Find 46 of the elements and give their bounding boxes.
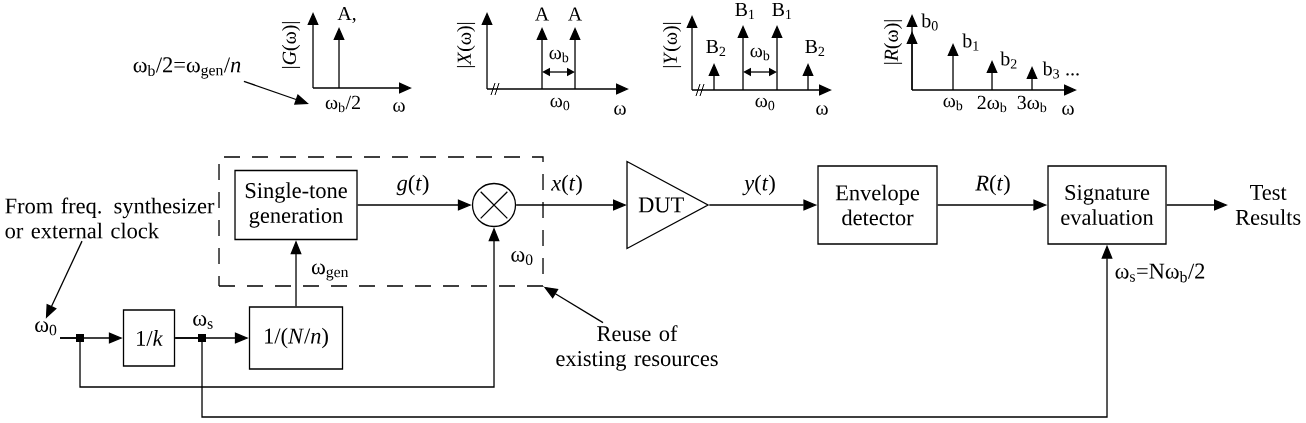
amplitude-label: A,	[337, 6, 356, 24]
amplitude-label: A	[568, 7, 583, 21]
edge-label: y(t)	[742, 174, 775, 196]
amplifier-triangle: DUT	[626, 160, 710, 250]
output-label: Test Results	[1235, 185, 1301, 225]
annotation-text: From freq. synthesizer or external clock	[5, 197, 215, 239]
amplitude-label: b$_{2}$	[1000, 51, 1017, 69]
amplitude-label: b$_{1}$	[962, 33, 979, 51]
spacing-label: ω$_{b}$	[750, 47, 770, 61]
axis-title: |G(ω)|	[281, 22, 301, 68]
amplitude-label: A	[535, 7, 550, 21]
input-label: ω$_{0}$	[35, 321, 57, 336]
amplitude-label: B$_{1}$	[735, 2, 755, 20]
edge-label: x(t)	[550, 174, 582, 196]
edge-label: ω$_{s}$=Nω$_{b}$/2	[1115, 263, 1205, 283]
axis-title: |X(ω)|	[456, 22, 476, 68]
process-box: Single-tone generation	[234, 169, 358, 241]
axis-title: |R(ω)|	[883, 20, 903, 64]
dashed-group-box	[218, 156, 544, 287]
amplitude-label: B$_{2}$	[706, 39, 726, 57]
edge-label: R(t)	[975, 174, 1010, 196]
axis-label: ω	[614, 105, 626, 115]
axis-title: |Y(ω)|	[662, 22, 682, 68]
axis-label: ω	[1062, 105, 1074, 115]
process-box: Envelope detector	[817, 165, 938, 245]
edge-label: ω$_{gen}$	[311, 263, 349, 281]
edge-label: ω$_{0}$	[511, 251, 533, 265]
amplitude-label: b$_{3}$ ...	[1042, 61, 1079, 79]
tick-label: ω$_{0}$	[550, 97, 570, 111]
multiplier-circle	[471, 182, 517, 228]
amplitude-label: b$_{0}$	[921, 13, 938, 31]
amplitude-label: B$_{1}$	[772, 2, 792, 20]
edge-label: ω$_{s}$	[193, 315, 213, 329]
annotation-text: Reuse of existing resources	[556, 325, 718, 371]
edge-label: g(t)	[396, 174, 429, 196]
formula-label: ω$_{b}$/2=ω$_{gen}$/n	[133, 57, 241, 79]
tick-label: 3ω$_{b}$	[1017, 95, 1047, 113]
tick-label: ω$_{b}$/2	[325, 95, 360, 113]
tick-label: ω$_{0}$	[755, 97, 775, 111]
tick-label: 2ω$_{b}$	[977, 95, 1007, 113]
axis-label: ω	[816, 105, 828, 115]
tick-label: ω$_{b}$	[943, 97, 963, 111]
spacing-label: ω$_{b}$	[549, 49, 569, 63]
process-box: Signature evaluation	[1047, 165, 1167, 245]
axis-label: ω	[393, 102, 405, 112]
amplitude-label: B$_{2}$	[805, 39, 825, 57]
